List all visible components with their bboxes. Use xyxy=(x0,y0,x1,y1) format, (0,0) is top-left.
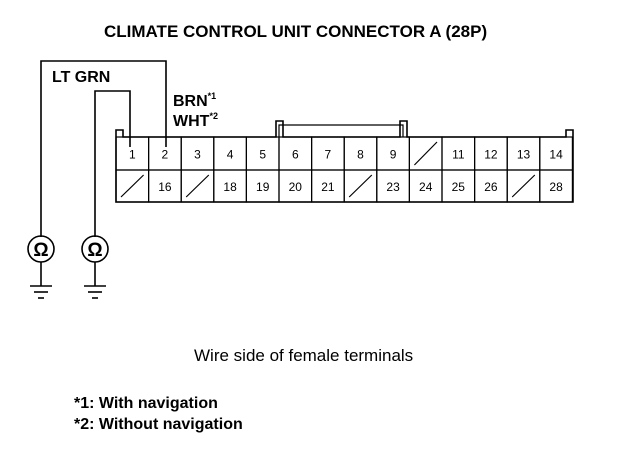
ohmmeter-right-symbol: Ω xyxy=(87,240,102,261)
terminal-number: 4 xyxy=(227,148,234,162)
footnote-2: *2: Without navigation xyxy=(74,416,243,433)
ohmmeter-left: Ω xyxy=(27,235,55,286)
terminal-number: 3 xyxy=(194,148,201,162)
connector-latch xyxy=(278,124,404,137)
terminal-number: 11 xyxy=(452,148,465,162)
terminal-number: 2 xyxy=(162,148,169,162)
terminal-number: 19 xyxy=(256,180,270,194)
ohmmeter-right: Ω xyxy=(81,235,109,286)
terminal-number: 5 xyxy=(259,148,266,162)
terminal-number: 16 xyxy=(158,180,172,194)
terminal-number: 23 xyxy=(386,180,400,194)
unused-terminal-slash xyxy=(348,174,373,198)
ground-icon-left xyxy=(30,285,52,299)
terminal-number: 24 xyxy=(419,180,433,194)
terminal-number: 8 xyxy=(357,148,364,162)
wire-label-wht-text: WHT xyxy=(173,113,210,130)
wire-label-brn: BRN*1 xyxy=(173,91,216,110)
terminal-number: 20 xyxy=(289,180,303,194)
wire-label-lt-grn: LT GRN xyxy=(52,69,110,86)
terminal-number: 18 xyxy=(223,180,237,194)
unused-terminal-slash xyxy=(120,174,145,198)
wire-outer xyxy=(40,60,167,237)
terminal-cell xyxy=(539,169,573,203)
terminal-number: 21 xyxy=(321,180,335,194)
terminal-number: 26 xyxy=(484,180,498,194)
wire-label-brn-mark: *1 xyxy=(208,91,217,101)
unused-terminal-slash xyxy=(511,174,536,198)
diagram-title: CLIMATE CONTROL UNIT CONNECTOR A (28P) xyxy=(104,22,487,41)
terminal-number: 9 xyxy=(390,148,397,162)
terminal-number: 14 xyxy=(549,148,563,162)
ohmmeter-left-symbol: Ω xyxy=(33,240,48,261)
unused-terminal-slash xyxy=(413,141,438,166)
unused-terminal-slash xyxy=(185,174,210,198)
wire-label-wht-mark: *2 xyxy=(209,111,218,121)
footnote-1: *1: With navigation xyxy=(74,395,218,412)
ground-icon-right xyxy=(84,285,106,299)
wire-label-brn-text: BRN xyxy=(173,93,208,110)
terminal-number: 6 xyxy=(292,148,299,162)
wire-label-wht: WHT*2 xyxy=(173,111,218,130)
wire-inner xyxy=(94,90,131,237)
terminal-number: 7 xyxy=(325,148,332,162)
terminal-number: 25 xyxy=(452,180,466,194)
terminal-number: 1 xyxy=(129,148,136,162)
diagram-caption: Wire side of female terminals xyxy=(194,346,413,365)
terminal-number: 12 xyxy=(484,148,498,162)
terminal-number: 28 xyxy=(549,180,563,194)
terminal-number: 13 xyxy=(517,148,531,162)
